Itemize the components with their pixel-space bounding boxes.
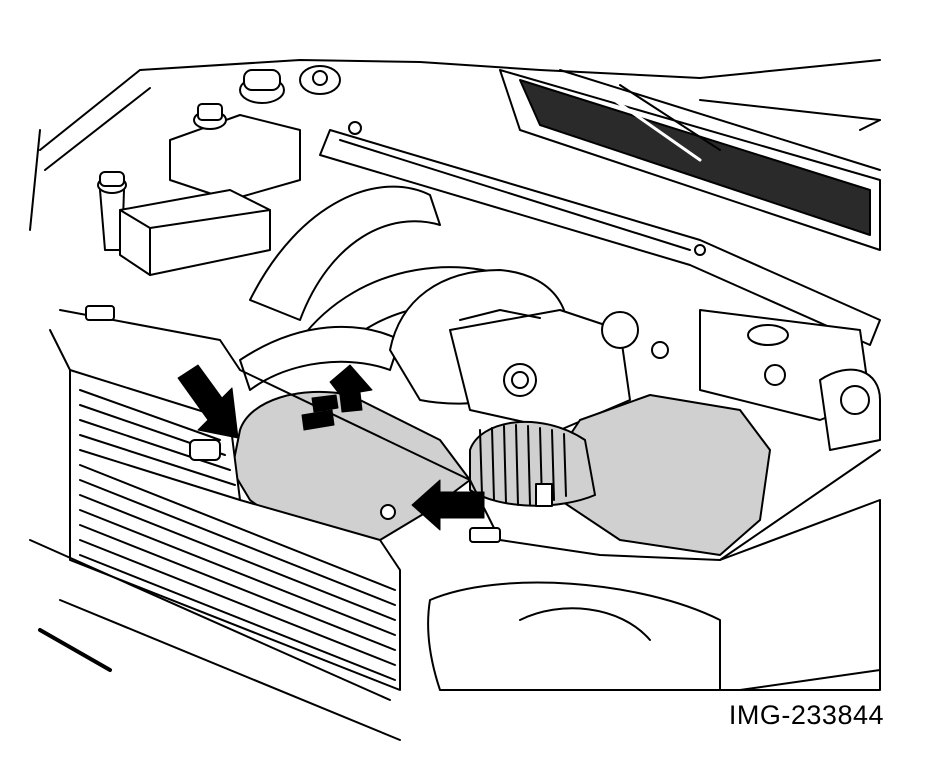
strut-brace (319, 121, 881, 346)
cowl-grille (499, 69, 881, 251)
bumper-lines (29, 539, 881, 741)
battery-box (119, 189, 271, 276)
headlight (427, 499, 881, 691)
air-duct-highlight (231, 391, 771, 556)
arrow-icon (177, 364, 485, 531)
reservoir-caps (97, 65, 341, 251)
hood-frame (29, 59, 881, 231)
figure-id-label: IMG-233844 (728, 700, 884, 730)
front-cross-member (49, 305, 881, 561)
right-side-components (699, 309, 881, 451)
throttle-body (449, 309, 669, 431)
